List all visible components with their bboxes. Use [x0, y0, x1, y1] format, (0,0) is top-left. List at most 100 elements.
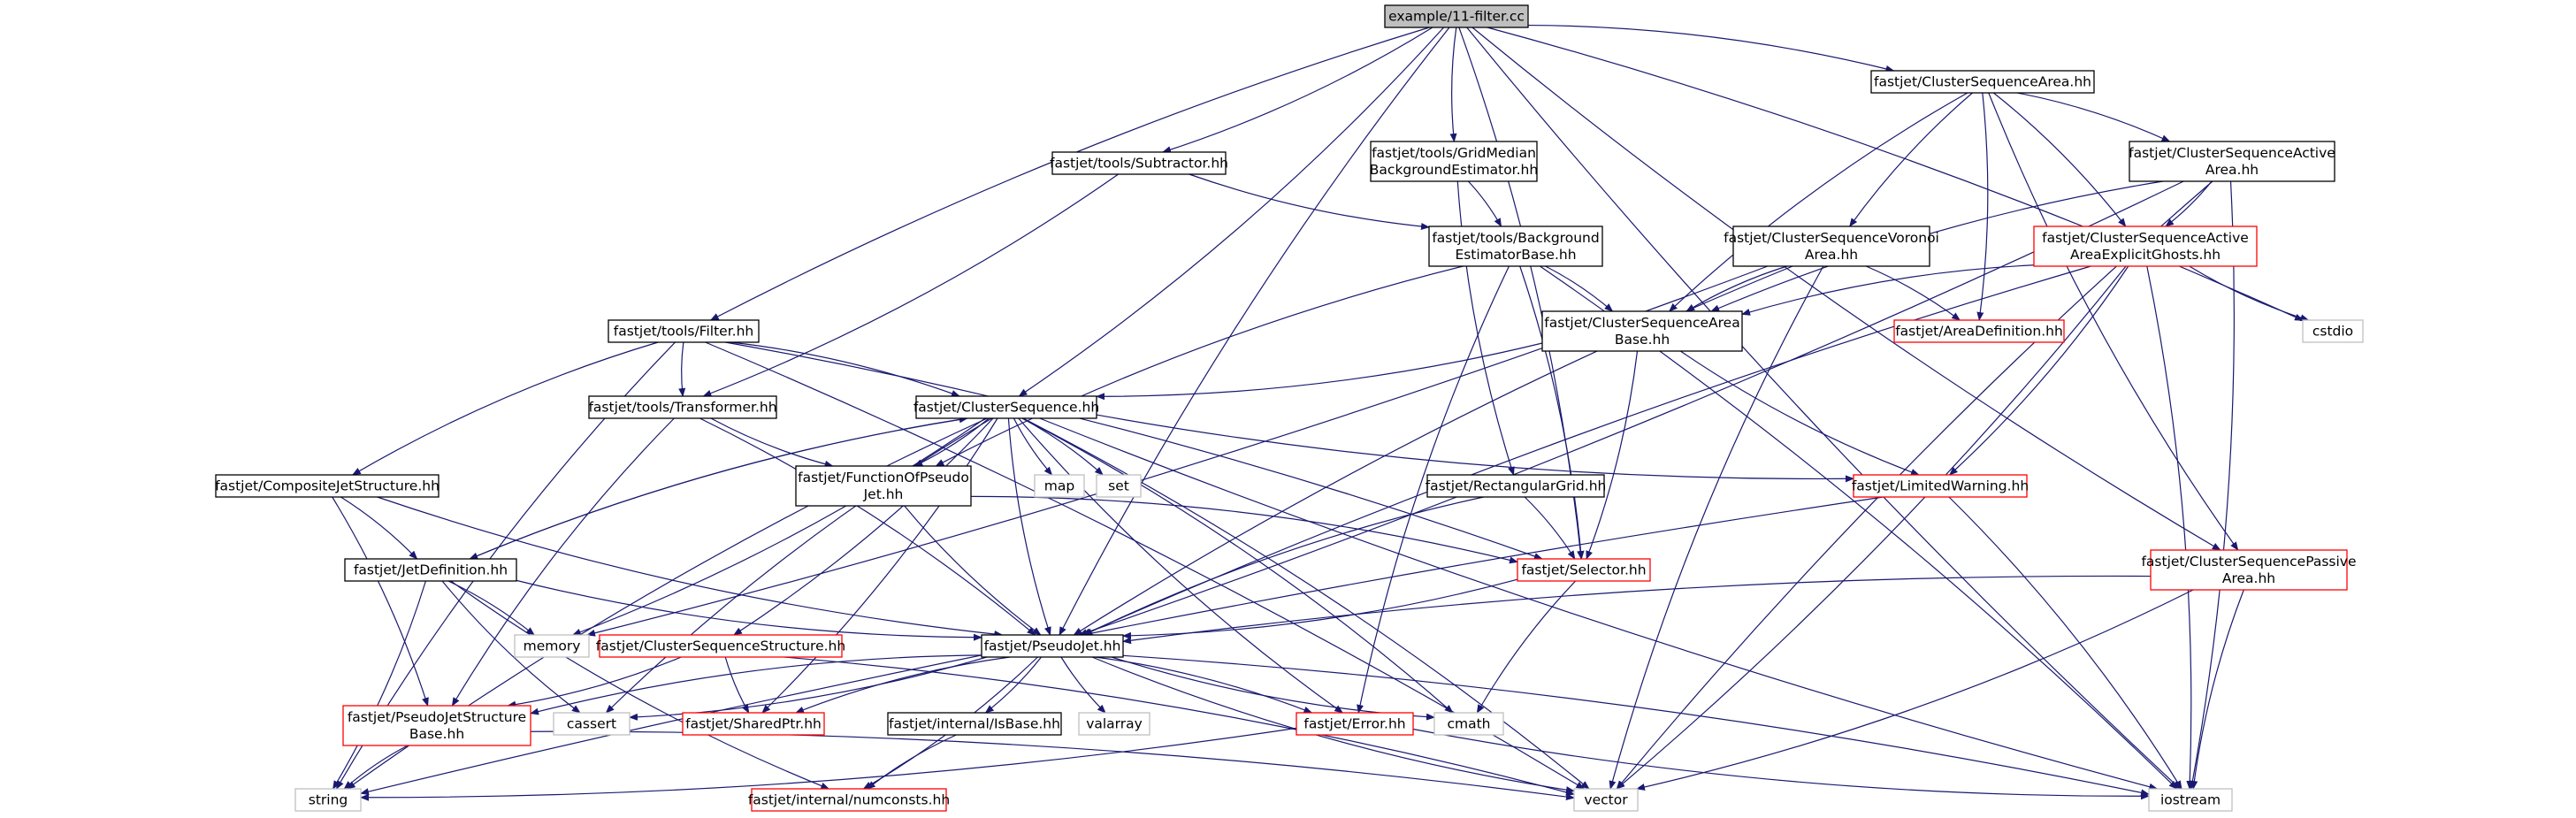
node-box	[215, 474, 440, 498]
node-map: map	[1034, 474, 1085, 498]
node-box	[2150, 549, 2348, 591]
node-areadef[interactable]: fastjet/AreaDefinition.hh	[1893, 319, 2065, 343]
node-gmbe[interactable]: fastjet/tools/GridMedianBackgroundEstima…	[1370, 141, 1538, 182]
edge-line	[447, 580, 535, 636]
node-label: iostream	[2160, 792, 2221, 808]
edge-line	[1122, 575, 2152, 645]
node-label: string	[309, 792, 348, 808]
node-limw[interactable]: fastjet/LimitedWarning.hh	[1852, 474, 2029, 498]
edge-sub-to-bebase	[1189, 173, 1430, 230]
node-box	[342, 705, 531, 746]
edge-line	[2189, 265, 2310, 322]
edge-line	[605, 417, 992, 714]
node-numconsts[interactable]: fastjet/internal/numconsts.hh	[748, 788, 950, 812]
edge-line	[678, 341, 686, 397]
node-box	[1893, 319, 2065, 343]
edge-line	[702, 173, 1119, 397]
node-csaaeg[interactable]: fastjet/ClusterSequenceActiveAreaExplici…	[2033, 226, 2258, 267]
node-box	[2302, 319, 2364, 343]
edge-line	[1976, 92, 1989, 321]
edge-jetdef-to-pj	[516, 579, 982, 641]
edge-line	[1865, 265, 1961, 321]
edge-line	[710, 417, 834, 468]
edge-root-to-csa	[1527, 24, 1895, 73]
node-selector[interactable]: fastjet/Selector.hh	[1517, 558, 1651, 582]
edge-line	[725, 341, 1543, 560]
node-label: fastjet/SharedPtr.hh	[685, 716, 822, 732]
node-sub[interactable]: fastjet/tools/Subtractor.hh	[1050, 151, 1228, 175]
edge-line	[1527, 24, 1895, 73]
node-label: fastjet/Error.hh	[1303, 716, 1405, 732]
edge-line	[2190, 589, 2244, 790]
node-cjs[interactable]: fastjet/CompositeJetStructure.hh	[215, 474, 440, 498]
node-box	[1296, 712, 1414, 736]
node-box	[1426, 474, 1605, 498]
edge-line	[699, 417, 1036, 636]
node-trans[interactable]: fastjet/tools/Transformer.hh	[588, 395, 777, 419]
edge-line	[1039, 417, 2159, 791]
edge-line	[1091, 656, 1575, 794]
edge-line	[1096, 342, 1543, 401]
node-label: fastjet/RectangularGrid.hh	[1426, 478, 1607, 494]
node-label: fastjet/ClusterSequenceArea.hh	[1874, 74, 2091, 90]
node-isbase[interactable]: fastjet/internal/IsBase.hh	[887, 712, 1062, 736]
edge-bebase-to-csab	[1545, 265, 1614, 312]
edge-cs-to-css	[733, 417, 994, 636]
node-cs[interactable]: fastjet/ClusterSequence.hh	[913, 395, 1099, 419]
node-layer: example/11-filter.cc fastjet/ClusterSeque…	[215, 4, 2364, 812]
node-jetdef[interactable]: fastjet/JetDefinition.hh	[344, 558, 517, 582]
node-box	[294, 788, 362, 812]
node-vector: vector	[1573, 788, 1639, 812]
node-box	[608, 319, 760, 343]
edge-line	[904, 505, 1042, 636]
edge-line	[970, 495, 1518, 564]
node-pj[interactable]: fastjet/PseudoJet.hh	[981, 634, 1124, 658]
edge-line	[1021, 417, 1104, 476]
edge-line	[984, 656, 1042, 714]
node-csa[interactable]: fastjet/ClusterSequenceArea.hh	[1870, 70, 2095, 94]
edge-csaa-to-iostream	[2189, 180, 2235, 790]
node-box	[2148, 788, 2233, 812]
edge-line	[2146, 265, 2194, 790]
edge-csvor-to-csab	[1685, 265, 1788, 312]
edge-line	[1022, 417, 1590, 790]
node-rgrid[interactable]: fastjet/RectangularGrid.hh	[1426, 474, 1607, 498]
node-filter[interactable]: fastjet/tools/Filter.hh	[608, 319, 760, 343]
edge-bebase-to-error	[1357, 265, 1510, 714]
node-label: fastjet/tools/Transformer.hh	[588, 400, 776, 416]
edge-csvor-to-vector	[1609, 265, 1824, 790]
edge-line	[1685, 265, 1788, 312]
node-sharedptr[interactable]: fastjet/SharedPtr.hh	[682, 712, 825, 736]
edge-line	[1007, 417, 1051, 636]
node-box	[795, 465, 972, 507]
edge-cs-to-memory	[571, 417, 986, 636]
edge-line	[1412, 728, 2150, 800]
edge-line	[1078, 180, 2184, 636]
edge-root-to-pj	[1059, 27, 1450, 636]
edge-root-to-cspa	[1471, 27, 2221, 551]
edge-line	[1466, 27, 2182, 790]
node-box	[599, 634, 843, 658]
edge-line	[1059, 27, 1450, 636]
node-box	[915, 395, 1097, 419]
node-label: cstdio	[2312, 324, 2353, 340]
node-css[interactable]: fastjet/ClusterSequenceStructure.hh	[596, 634, 845, 658]
edge-line	[451, 417, 675, 707]
node-label: Area.hh	[2222, 570, 2275, 586]
edge-isbase-to-numconsts	[866, 734, 957, 790]
edge-cspa-to-vector	[1635, 589, 2194, 791]
edge-line	[1122, 654, 2150, 797]
node-label: fastjet/tools/GridMedian	[1372, 145, 1536, 161]
node-cmath: cmath	[1433, 712, 1504, 736]
edge-line	[733, 417, 994, 636]
node-label: fastjet/FunctionOfPseudo	[798, 470, 969, 485]
node-root[interactable]: example/11-filter.cc	[1384, 4, 1529, 28]
node-error[interactable]: fastjet/Error.hh	[1296, 712, 1414, 736]
